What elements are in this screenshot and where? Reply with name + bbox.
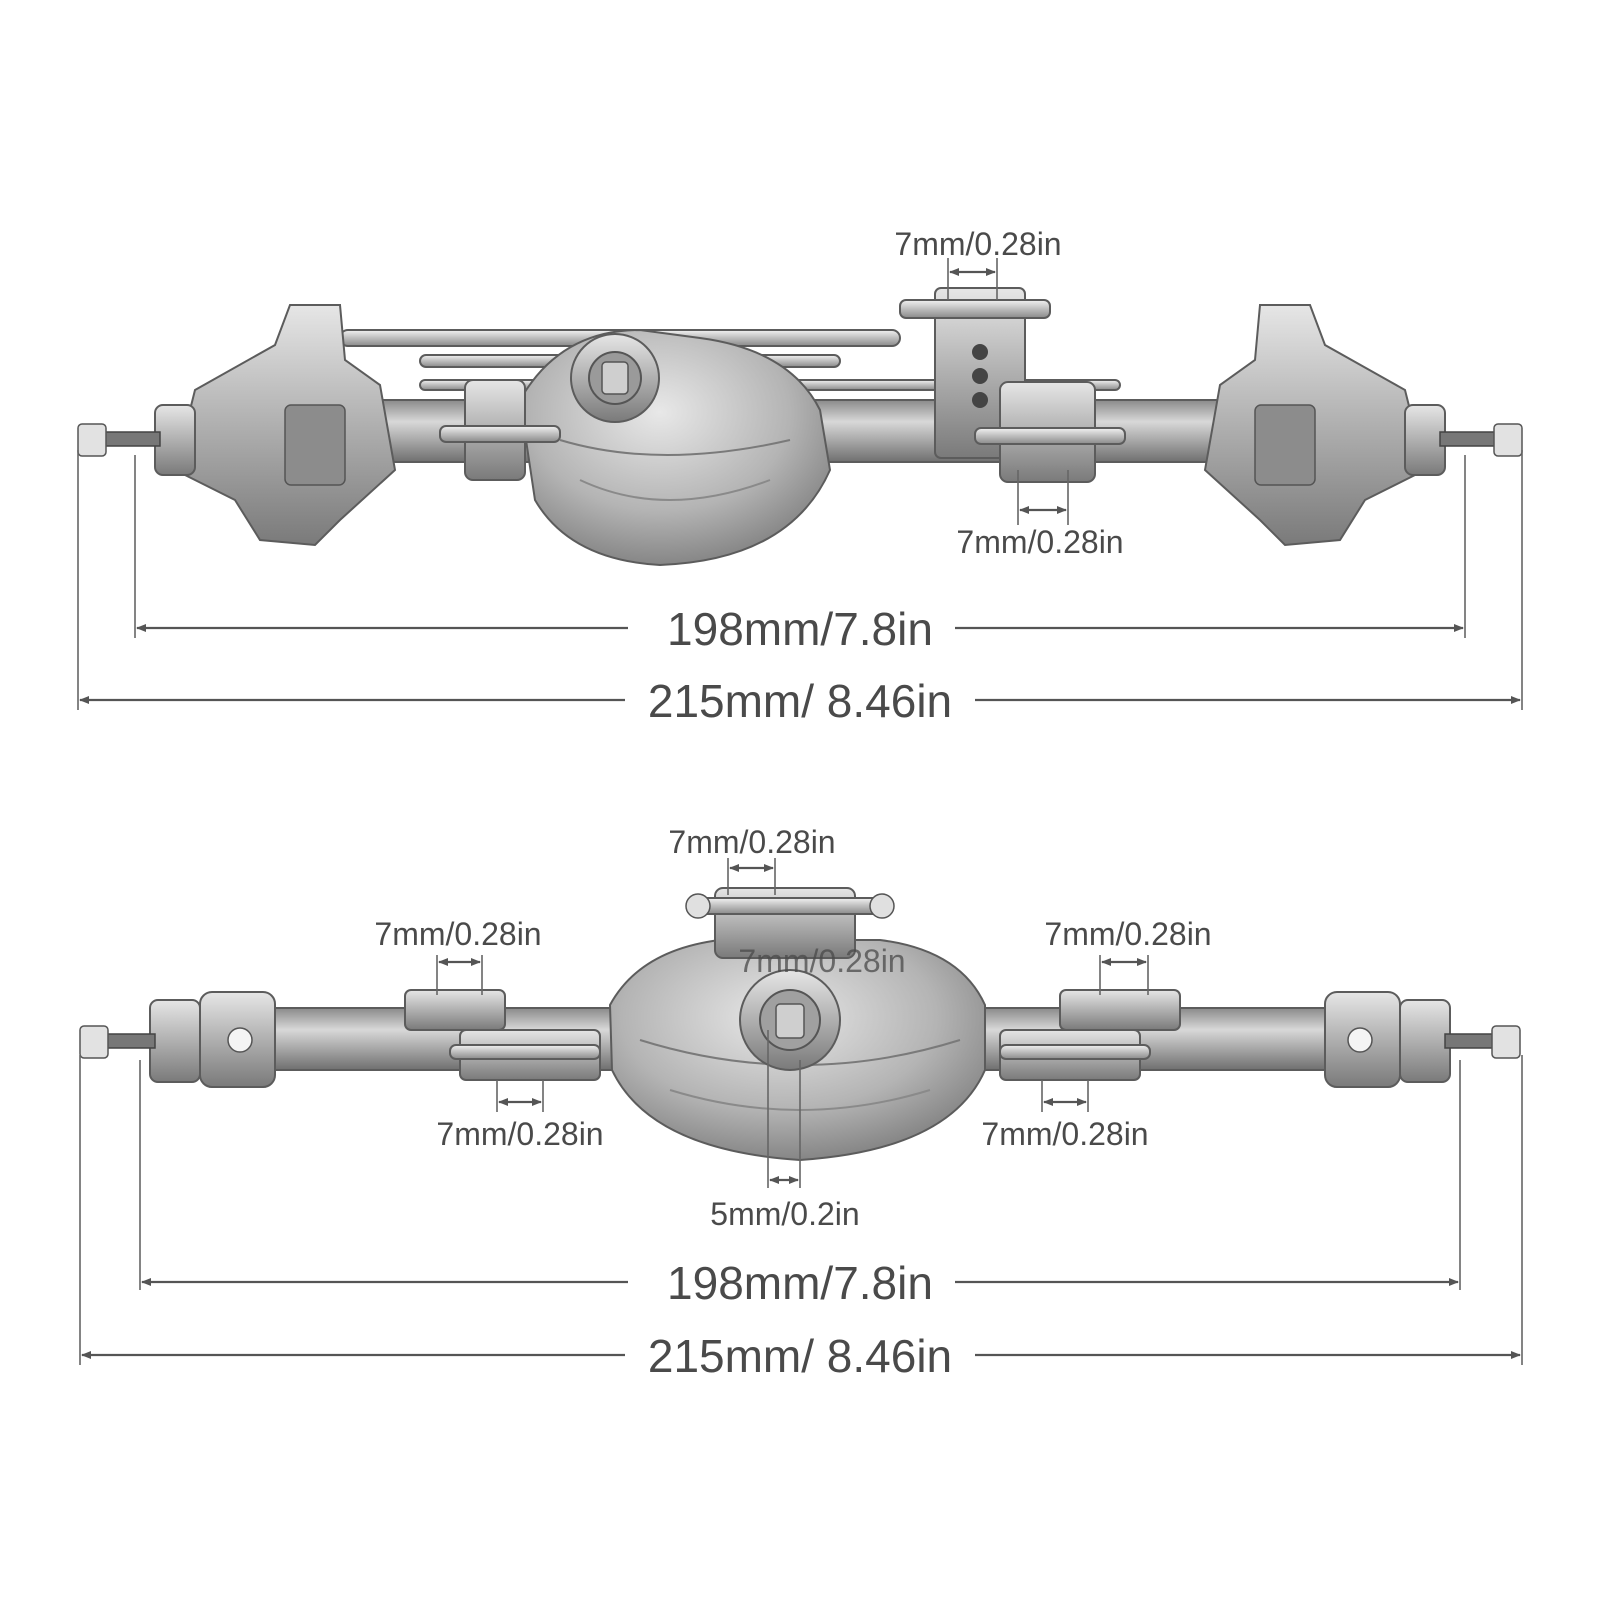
rear-dimensions: 7mm/0.28in 7mm/0.28in 7mm/0.28in 7mm/0.2… <box>79 824 1523 1382</box>
rear-left-nut <box>79 1025 109 1059</box>
front-left-nut <box>77 423 107 457</box>
front-left-hub <box>154 404 196 476</box>
rear-axle-illustration <box>79 887 1521 1162</box>
front-dimensions: 7mm/0.28in 7mm/0.28in 198mm/7.8in 215mm/… <box>77 226 1523 727</box>
front-right-stub-axle <box>1439 431 1501 447</box>
front-left-stub-axle <box>99 431 161 447</box>
rear-left-hub <box>149 999 201 1083</box>
rear-right-hub <box>1399 999 1451 1083</box>
rear-left-lower-label: 7mm/0.28in <box>436 1116 603 1152</box>
front-axle-illustration <box>77 287 1523 567</box>
rear-inner-width-label: 198mm/7.8in <box>667 1257 933 1309</box>
rear-right-nut <box>1491 1025 1521 1059</box>
rear-overall-width-label: 215mm/ 8.46in <box>648 1330 952 1382</box>
front-bottom-mount-label: 7mm/0.28in <box>956 524 1123 560</box>
front-right-hub <box>1404 404 1446 476</box>
rear-top-mount-label: 7mm/0.28in <box>668 824 835 860</box>
rear-top-mount-center-label: 7mm/0.28in <box>738 943 905 979</box>
rear-right-upper-label: 7mm/0.28in <box>1044 916 1211 952</box>
rear-right-upper-mount <box>1059 989 1181 1031</box>
front-inner-width-label: 198mm/7.8in <box>667 603 933 655</box>
rear-pinion-offset-label: 5mm/0.2in <box>710 1196 859 1232</box>
front-top-mount-label: 7mm/0.28in <box>894 226 1061 262</box>
rear-left-upper-label: 7mm/0.28in <box>374 916 541 952</box>
front-overall-width-label: 215mm/ 8.46in <box>648 675 952 727</box>
rear-left-upper-mount <box>404 989 506 1031</box>
rear-right-lower-label: 7mm/0.28in <box>981 1116 1148 1152</box>
front-right-nut <box>1493 423 1523 457</box>
